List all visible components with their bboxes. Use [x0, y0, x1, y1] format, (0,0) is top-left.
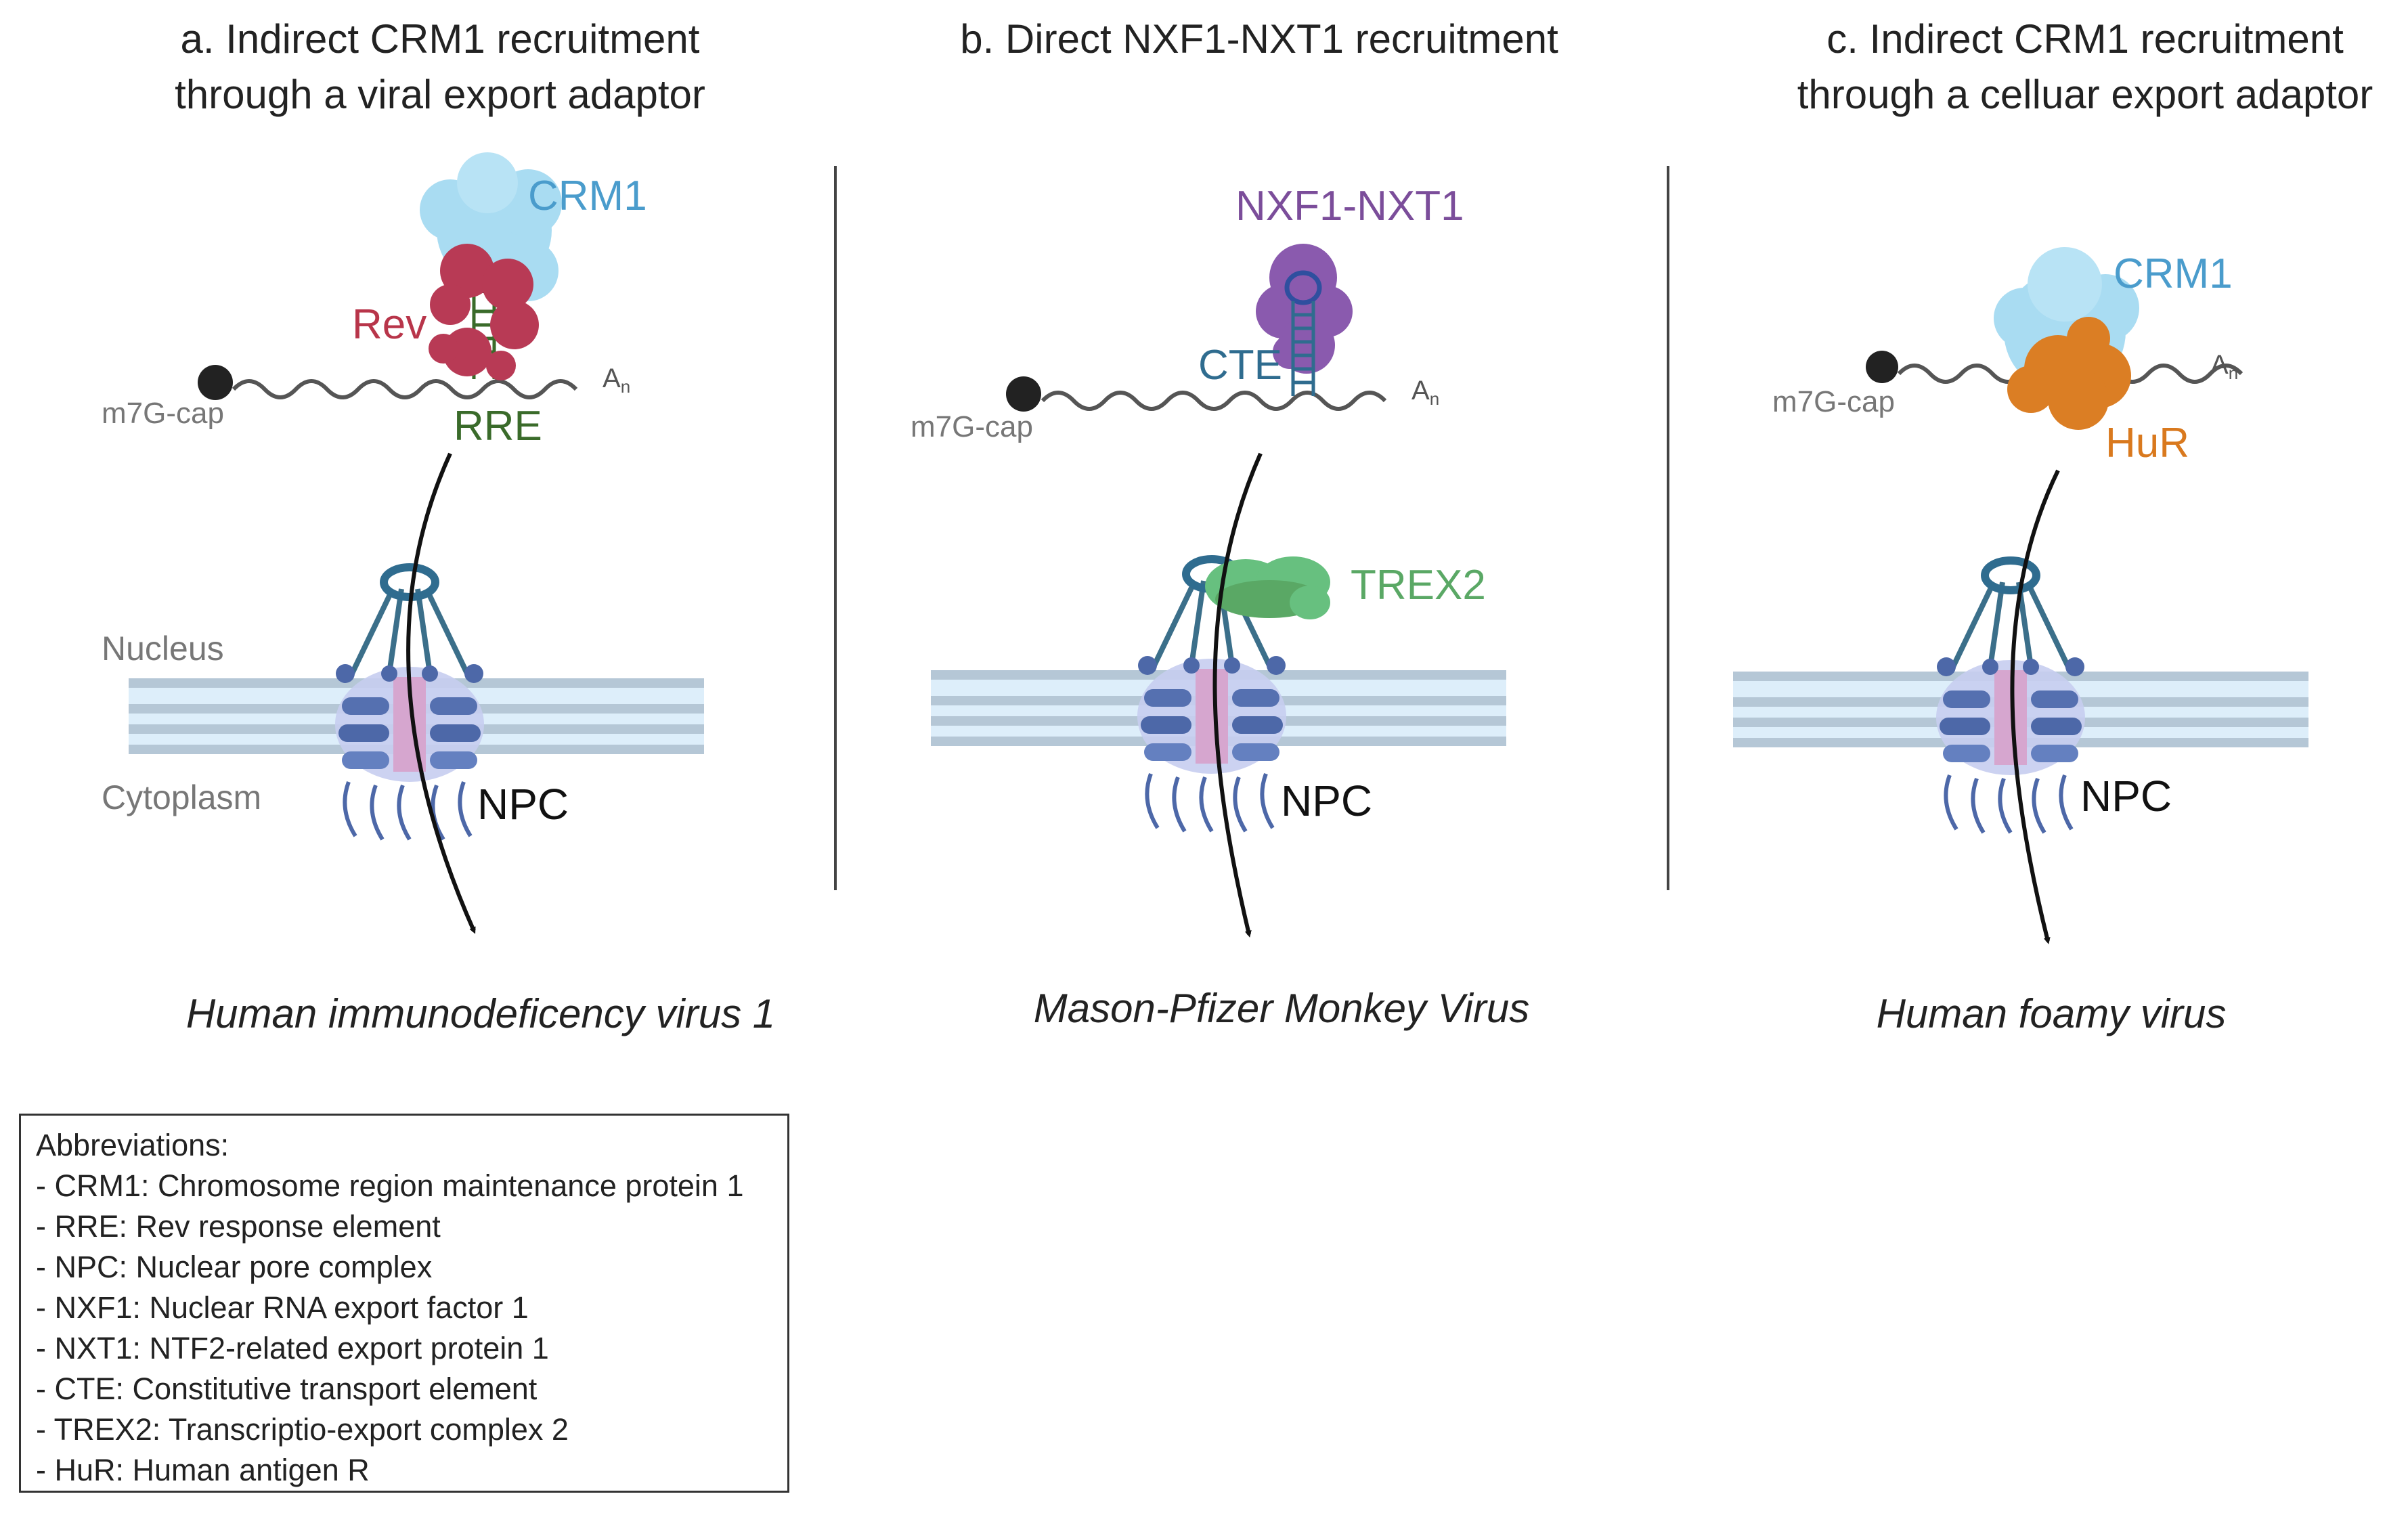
panel-c: NPC m7G-cap An CRM1 HuR Human foamy viru… [1733, 247, 2308, 1036]
polya-label-c: An [2210, 350, 2238, 383]
cte-stemloop [1284, 270, 1322, 396]
abbreviation-item: - CTE: Constitutive transport element [36, 1372, 538, 1406]
npc-label-c: NPC [2080, 772, 2172, 820]
m7g-cap-a [198, 365, 233, 400]
panel-a-title-line2: through a viral export adaptor [175, 72, 705, 117]
abbreviation-item: - NPC: Nuclear pore complex [36, 1250, 433, 1284]
abbreviations-box: Abbreviations: - CRM1: Chromosome region… [19, 1114, 789, 1493]
nxf1-nxt1-label: NXF1-NXT1 [1235, 183, 1464, 229]
abbreviation-item: - NXF1: Nuclear RNA export factor 1 [36, 1290, 529, 1325]
m7g-cap-b [1006, 376, 1041, 412]
abbreviation-item: - RRE: Rev response element [36, 1209, 441, 1244]
nucleus-label: Nucleus [102, 630, 224, 667]
crm1-label-c: CRM1 [2114, 250, 2233, 297]
panel-b: NPC TREX2 m7G-cap An [911, 183, 1529, 1031]
mrna-strand-a [232, 379, 578, 399]
rev-label: Rev [352, 301, 426, 348]
export-arrow-a [406, 452, 476, 934]
export-arrow-b [1212, 452, 1263, 938]
hur-label: HuR [2105, 420, 2189, 466]
crm1-label-a: CRM1 [528, 173, 647, 219]
npc-label-a: NPC [477, 780, 569, 829]
panel-c-title-line1: c. Indirect CRM1 recruitment [1826, 16, 2344, 62]
panel-c-title-line2: through a celluar export adaptor [1797, 72, 2373, 117]
panel-b-title: b. Direct NXF1-NXT1 recruitment [960, 16, 1558, 62]
cytoplasm-label: Cytoplasm [102, 779, 261, 816]
cte-label: CTE [1198, 342, 1282, 389]
cap-label-b: m7G-cap [911, 410, 1033, 443]
panel-a-title-line1: a. Indirect CRM1 recruitment [181, 16, 700, 62]
export-arrow-c [2010, 469, 2060, 944]
virus-label-c: Human foamy virus [1877, 991, 2227, 1036]
polya-label-a: An [603, 364, 630, 397]
m7g-cap-c [1866, 351, 1898, 383]
panel-a: Nucleus Cytoplasm NPC m7G-cap An [102, 152, 775, 1036]
trex2-label: TREX2 [1351, 562, 1486, 609]
npc-label-b: NPC [1281, 776, 1372, 825]
polya-label-b: An [1411, 376, 1439, 409]
mrna-strand-b [1041, 391, 1387, 411]
rre-label: RRE [454, 403, 542, 449]
abbreviation-item: - CRM1: Chromosome region maintenance pr… [36, 1168, 744, 1203]
abbreviation-item: - TREX2: Transcriptio-export complex 2 [36, 1412, 569, 1447]
abbreviation-item: - HuR: Human antigen R [36, 1453, 370, 1487]
cap-label-a: m7G-cap [102, 397, 224, 430]
virus-label-b: Mason-Pfizer Monkey Virus [1034, 986, 1529, 1031]
virus-label-a: Human immunodeficency virus 1 [186, 991, 775, 1036]
cap-label-c: m7G-cap [1772, 385, 1895, 418]
abbreviation-item: - NXT1: NTF2-related export protein 1 [36, 1331, 549, 1365]
abbreviations-heading: Abbreviations: [36, 1128, 229, 1162]
hur-protein [2007, 317, 2131, 430]
rev-protein [429, 244, 539, 380]
